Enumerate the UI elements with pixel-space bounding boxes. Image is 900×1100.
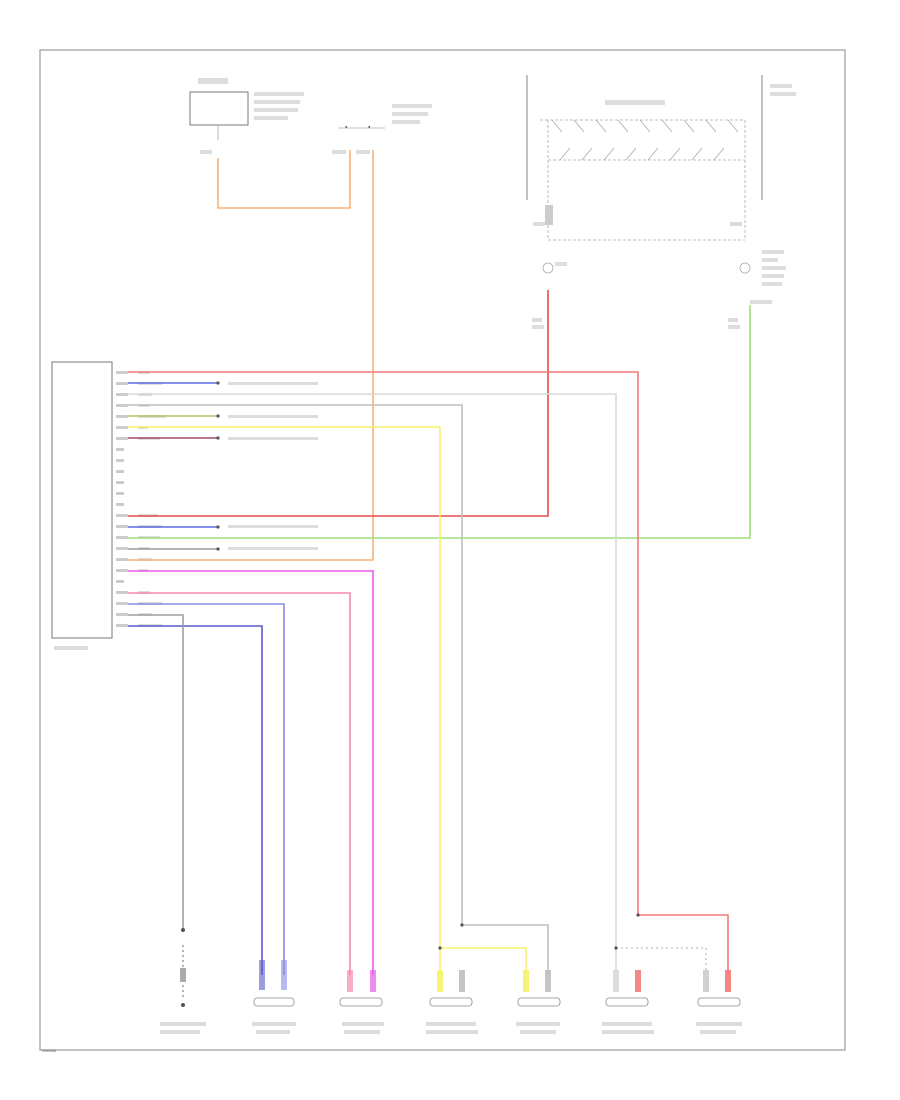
wire-magenta (128, 570, 374, 975)
ground-point (160, 968, 206, 1034)
fuse-relay-block (526, 75, 796, 329)
svg-text:●: ● (368, 124, 371, 129)
speaker-3 (426, 970, 478, 1034)
speaker-4 (516, 970, 561, 1034)
wire-pink (128, 592, 351, 975)
speaker-6 (696, 970, 742, 1034)
wire-violet-1 (128, 603, 285, 975)
wire-red-fuse (128, 290, 549, 517)
splice-connector: ● ● (332, 104, 432, 154)
diagram-frame (39, 49, 846, 1051)
wire-pink-red (128, 371, 729, 975)
wire-orange-long (128, 150, 374, 561)
wire-grey-1 (128, 393, 617, 975)
wire-orange-top (217, 150, 351, 209)
wire-grey-ground (128, 614, 184, 930)
footer-code: G00000 (42, 1048, 57, 1053)
wire-grey-dotted (616, 947, 707, 975)
system-reference-labels (228, 382, 318, 550)
top-left-component (189, 78, 304, 154)
bottom-components (160, 960, 742, 1034)
wire-terminators (181, 381, 640, 1007)
wires (128, 150, 751, 1000)
speaker-2 (339, 970, 384, 1034)
wire-grey-2 (128, 404, 549, 975)
wire-color-labels (138, 371, 166, 627)
wire-yellow (128, 426, 527, 975)
speaker-1 (252, 960, 296, 1034)
svg-text:●: ● (345, 124, 348, 129)
wire-violet-2 (128, 625, 263, 975)
wire-green (128, 305, 751, 539)
speaker-5 (602, 970, 654, 1034)
head-unit-pin-labels (116, 371, 128, 627)
